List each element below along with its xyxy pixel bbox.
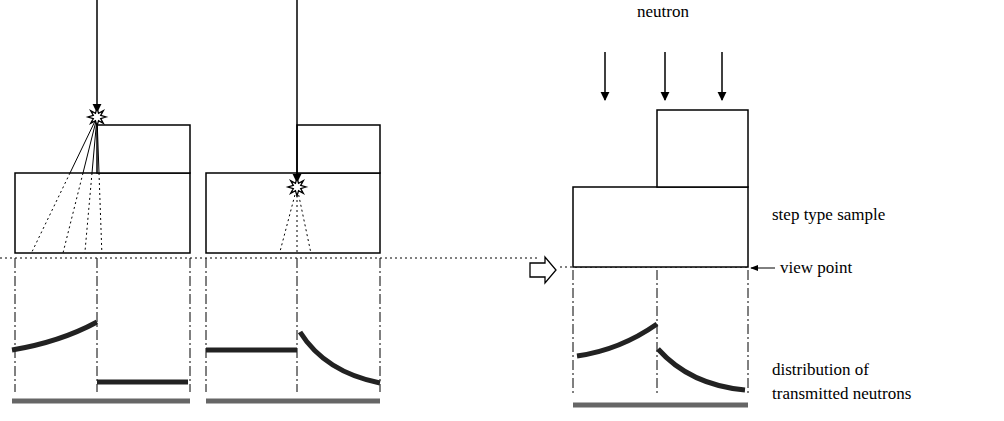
panel-upper-scatter <box>12 0 190 401</box>
neutron-arrow <box>96 0 98 112</box>
sample-lower <box>15 173 190 253</box>
sample-upper <box>97 125 190 173</box>
distribution-curve <box>12 322 97 350</box>
scatter-rays <box>280 178 311 253</box>
distribution-label: distribution of transmitted neutrons <box>772 358 932 406</box>
view-point-label: view point <box>780 256 852 280</box>
scatter-rays <box>31 108 106 253</box>
panel-combined <box>573 52 775 405</box>
view-point-leader <box>751 268 775 269</box>
sample-label: step type sample <box>772 203 885 227</box>
scatter-point <box>88 108 106 126</box>
neutron-label: neutron <box>637 0 689 24</box>
view-line <box>0 258 540 259</box>
scatter-point <box>288 178 306 196</box>
result-arrow <box>530 257 556 283</box>
panel-lower-scatter <box>206 0 380 401</box>
